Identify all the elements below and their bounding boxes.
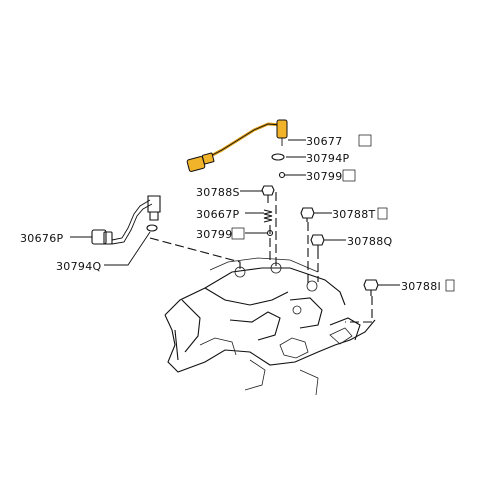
- svg-text:30788T: 30788T: [332, 208, 376, 221]
- sensor-harness-30676p[interactable]: [91, 195, 161, 245]
- ring-30799-top[interactable]: [278, 171, 286, 179]
- label-30788s[interactable]: 30788S: [196, 186, 240, 199]
- svg-text:30799: 30799: [306, 170, 343, 183]
- label-30667p[interactable]: 30667P: [196, 208, 239, 221]
- bolt-30788i[interactable]: [363, 279, 379, 296]
- label-30676p[interactable]: 30676P: [20, 232, 63, 245]
- sensor-harness-30677[interactable]: [186, 119, 288, 172]
- gasket-30794p[interactable]: [271, 153, 285, 161]
- label-30788i[interactable]: 30788I: [401, 279, 455, 293]
- label-30794q[interactable]: 30794Q: [56, 260, 101, 273]
- svg-text:30677: 30677: [306, 135, 343, 148]
- spring-30667p[interactable]: [263, 209, 273, 223]
- gasket-30794q[interactable]: [146, 224, 158, 232]
- label-30788t[interactable]: 30788T: [332, 207, 388, 221]
- bolt-30788s[interactable]: [261, 185, 275, 203]
- leader-lines: [70, 139, 400, 286]
- part-labels: 30677 30794P 30799 30788S 30788T 30667P …: [20, 134, 455, 293]
- label-30799-top[interactable]: 30799: [306, 169, 356, 183]
- label-30794p[interactable]: 30794P: [306, 152, 349, 165]
- svg-text:30788I: 30788I: [401, 280, 441, 293]
- bolt-30788t[interactable]: [300, 207, 315, 222]
- svg-text:30799: 30799: [196, 228, 233, 241]
- ring-30799-lower[interactable]: [266, 229, 274, 237]
- engine-block-drawing: [164, 257, 376, 396]
- label-30677[interactable]: 30677: [306, 134, 372, 148]
- label-30788q[interactable]: 30788Q: [347, 235, 392, 248]
- bolt-30788q[interactable]: [310, 234, 325, 250]
- label-30799-lower[interactable]: 30799: [196, 227, 245, 241]
